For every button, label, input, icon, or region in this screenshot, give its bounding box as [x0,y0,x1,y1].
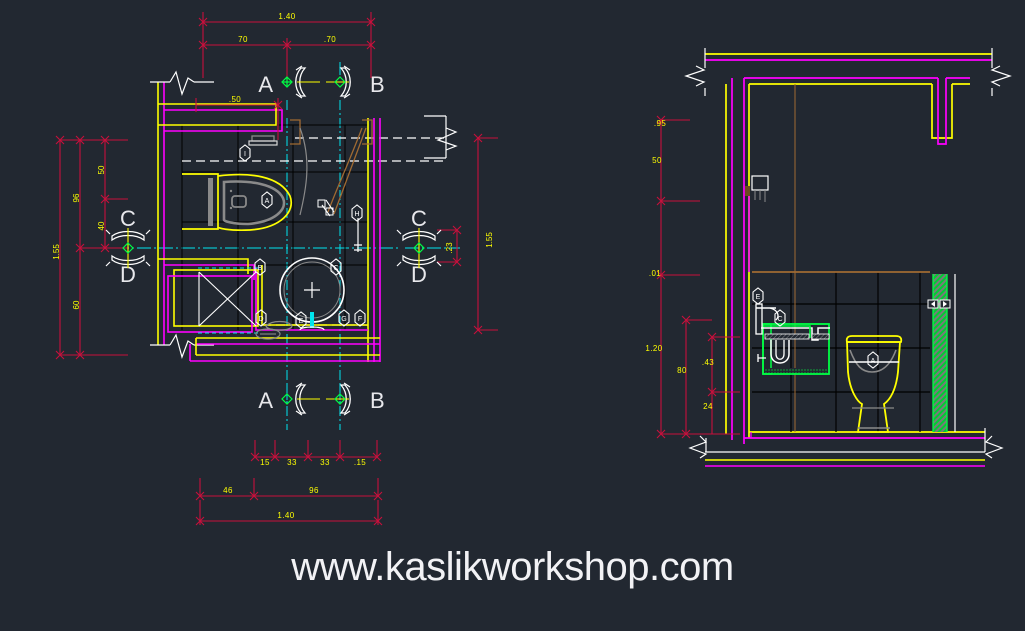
plan-tile-cyan-dash [198,267,258,334]
dim-section-24: 24 [703,402,713,411]
dim-plan-left-sub-40: 40 [97,221,106,230]
callout-bubble-i[interactable]: I [239,144,251,162]
callout-label-c: C [333,265,338,272]
section-marker-cd-right[interactable]: C D [396,206,442,287]
dim-section-01: .01 [649,269,661,278]
dim-plan-bot-96: 96 [309,486,319,495]
section-callout-label-c: C [777,316,782,323]
section-top-slab [684,48,1012,96]
dim-plan-bot-33b: 33 [320,458,330,467]
dim-section-overall: 1.20 [645,344,662,353]
plan-walls [150,70,381,362]
section-callout-label-e: E [756,294,761,301]
section-letter-b-top: B [370,72,385,97]
section-letter-b-bottom: B [370,388,385,413]
callout-bubble-f[interactable]: F [354,309,366,327]
plan-break-right [424,115,458,159]
dim-plan-bot-33a: 33 [287,458,297,467]
dim-section-50: 50 [652,156,662,165]
section-ceiling [744,77,970,145]
dim-section-95: .95 [654,119,666,128]
callout-label-a: A [265,198,270,205]
section-riser-duct [927,274,956,432]
dim-section-80: 80 [677,366,687,375]
callout-bubble-g[interactable]: G [338,309,350,327]
dim-plan-top-right: .70 [324,35,336,44]
callout-label-h: H [354,211,359,218]
section-letter-d-right: D [411,262,427,287]
section-wall-stub [745,186,750,272]
plan-dimensions [55,12,498,526]
callout-label-b: B [258,265,263,272]
dim-plan-top-left: 70 [238,35,248,44]
section-tile-grid [752,272,930,432]
section-letter-c-left: C [120,206,136,231]
dim-plan-bot-15a: 15 [260,458,270,467]
callout-bubble-a[interactable]: A [261,191,273,209]
callout-label-d: D [258,316,263,323]
plan-basin [279,257,345,331]
plan-pipes [299,127,367,217]
section-toilet [845,335,903,433]
section-marker-ab-bottom[interactable]: A B [258,382,385,416]
plan-callouts[interactable]: I A H B C D E G [239,144,366,329]
section-view[interactable] [684,48,1012,467]
section-letter-a-top: A [258,72,273,97]
section-letter-a-bottom: A [258,388,273,413]
site-watermark: www.kaslikworkshop.com [291,545,734,589]
section-basin [757,323,830,375]
callout-bubble-c[interactable]: C [330,258,342,276]
dim-plan-left-sub-50: 50 [97,165,106,174]
dim-plan-top-overall: 1.40 [278,12,295,21]
section-mirror [751,175,769,202]
plan-toilet [182,173,293,232]
dim-plan-bot-15b: .15 [354,458,366,467]
dim-plan-left-96: 96 [72,193,81,202]
dim-plan-left-60: 60 [72,300,81,309]
callout-bubble-h[interactable]: H [351,204,363,222]
section-callout-bubble-c[interactable]: C [774,309,786,327]
dim-plan-right-23: .23 [445,242,454,254]
callout-bubble-b[interactable]: B [254,258,266,276]
callout-label-f: F [358,316,362,323]
plan-shelf [248,135,278,146]
plan-small-fixture [255,320,293,340]
section-faucet [755,303,779,335]
dim-plan-left-overall: 1.55 [52,244,61,260]
callout-label-e: E [299,318,304,325]
plan-view[interactable] [93,62,460,430]
plan-valve-riser [354,218,362,252]
section-letter-c-right: C [411,206,427,231]
section-margin-ticks [680,200,700,276]
plan-shower-box [167,269,259,333]
section-marker-ab-top[interactable]: A B [258,65,385,99]
dim-plan-right-overall: 1.55 [485,232,494,248]
callout-label-i: I [244,151,246,158]
dim-plan-bot-overall: 1.40 [277,511,294,520]
dim-plan-inner-50: .50 [229,95,241,104]
section-marker-cd-left[interactable]: C D [105,206,151,287]
callout-bubble-d[interactable]: D [255,309,267,327]
callout-label-g: G [341,316,346,323]
section-callout-label-a: A [871,358,876,365]
callout-bubble-e[interactable]: E [295,311,307,329]
section-callout-bubble-a[interactable]: A [867,351,879,369]
section-callout-bubble-e[interactable]: E [752,287,764,305]
dim-plan-bot-46: 46 [223,486,233,495]
dim-section-43: .43 [702,358,714,367]
section-letter-d-left: D [120,262,136,287]
section-callouts[interactable]: E C A [752,287,879,369]
